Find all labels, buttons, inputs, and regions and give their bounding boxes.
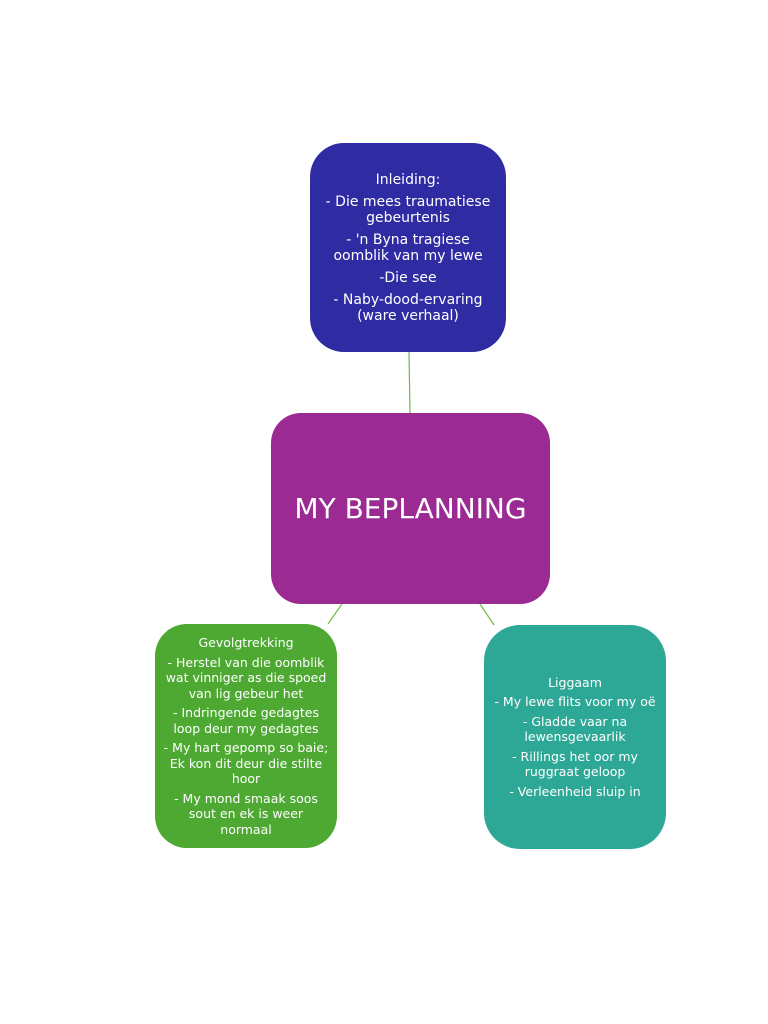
intro-item: - 'n Byna tragiese oomblik van my lewe [333,231,483,264]
conclusion-heading: Gevolgtrekking [198,635,294,650]
connector-center-left [327,603,343,625]
body-item: - Verleenheid sluip in [509,783,641,799]
intro-item: -Die see [379,269,437,286]
conclusion-item: - My mond smaak soos sout en ek is weer … [174,790,318,837]
connector-center-right [479,603,495,626]
intro-item: - Naby-dood-ervaring (ware verhaal) [333,291,483,324]
body-item: - My lewe flits voor my oë [494,694,656,710]
intro-item: - Die mees traumatiese gebeurtenis [325,193,491,226]
conclusion-item: - Herstel van die oomblik wat vinniger a… [165,654,327,701]
conclusion-node: Gevolgtrekking - Herstel van die oomblik… [155,624,337,848]
connector-top-center [408,351,411,414]
body-node: Liggaam - My lewe flits voor my oë - Gla… [484,625,666,849]
conclusion-item: - Indringende gedagtes loop deur my geda… [173,705,319,736]
intro-heading: Inleiding: [375,171,441,188]
conclusion-item: - My hart gepomp so baie; Ek kon dit deu… [163,740,329,786]
body-item: - Rillings het oor my ruggraat geloop [512,748,638,780]
body-heading: Liggaam [548,674,602,690]
central-title: MY BEPLANNING [294,491,527,525]
body-item: - Gladde vaar na lewensgevaarlik [522,713,628,745]
intro-node: Inleiding: - Die mees traumatiese gebeur… [310,143,506,352]
central-node: MY BEPLANNING [271,413,550,604]
